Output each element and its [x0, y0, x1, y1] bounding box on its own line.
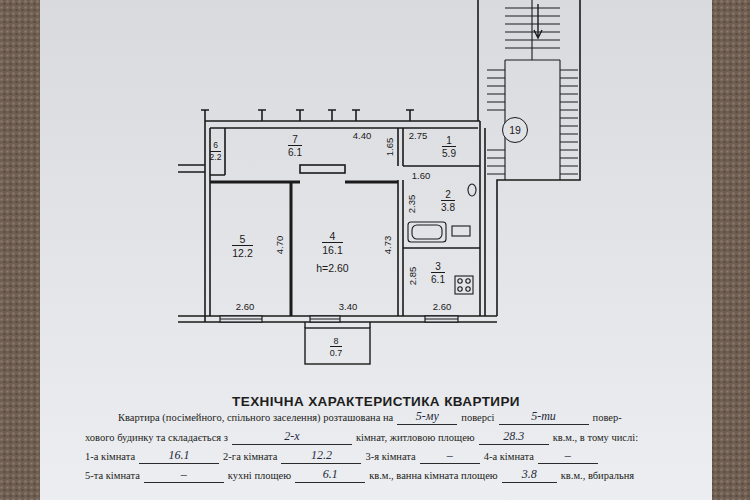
room-area: 16.1 [322, 242, 342, 256]
staircase [487, 0, 578, 180]
room-number: 1 [446, 135, 452, 147]
handwritten-value: 6.1 [295, 468, 365, 483]
room-number: 3 [435, 261, 441, 273]
room-number: 4 [330, 230, 336, 242]
handwritten-value: – [144, 468, 224, 483]
room: 76.1 [255, 131, 335, 161]
dimension-label: 2.60 [236, 302, 255, 312]
handwritten-value: 12.2 [281, 449, 361, 464]
form-text: 3-я кімната [365, 451, 415, 464]
balcony [305, 322, 370, 364]
dimension-label: 2.60 [433, 302, 452, 312]
dimension-label: 2.75 [409, 131, 428, 141]
form-text: поверсі [461, 412, 494, 425]
room-number: 5 [240, 233, 246, 245]
form-line: Квартира (посімейного, спільного заселен… [118, 410, 622, 425]
form-text: 1-а кімната [85, 451, 135, 464]
ceiling-height: h=2.60 [316, 262, 348, 274]
room-number: 8 [333, 336, 338, 346]
form-line: хового будинку та складається з 2-х кімнат… [85, 430, 638, 445]
room-area: 6.1 [431, 272, 445, 286]
form-text: 2-га кімната [223, 451, 277, 464]
room-number: 7 [292, 134, 298, 146]
room: 15.9 [425, 131, 473, 163]
room: 416.1 h=2.60 [305, 222, 360, 282]
walls [178, 0, 580, 322]
windows [220, 316, 458, 322]
form-text: хового будинку та складається з [85, 432, 228, 445]
handwritten-value: 3.8 [502, 468, 557, 483]
room-area: 5.9 [442, 146, 456, 160]
form-text: Квартира (посімейного, спільного заселен… [118, 412, 393, 425]
form-text: кухні площею [228, 470, 291, 483]
handwritten-value: 16.1 [139, 449, 219, 464]
handwritten-value: 5-ти [499, 410, 589, 425]
handwritten-value: 28.3 [479, 430, 549, 445]
dimension-label: 4.73 [383, 236, 393, 255]
room-number: 19 [509, 124, 521, 136]
dimension-label: 2.85 [408, 267, 418, 286]
room-area: 0.7 [330, 346, 343, 358]
room-area: 3.8 [441, 200, 455, 214]
handwritten-value: – [538, 449, 598, 464]
stair-callout: 19 [502, 117, 528, 143]
dimension-label: 3.40 [339, 302, 358, 312]
dimension-label: 2.35 [407, 195, 417, 214]
room-number: 6 [213, 141, 218, 151]
handwritten-value: 5-му [397, 410, 457, 425]
form-line: 1-а кімната 16.1 2-га кімната 12.2 3-я кімна… [85, 449, 598, 464]
handwritten-value: 2-х [232, 430, 352, 445]
balcony-room: 80.7 [318, 333, 354, 361]
document-title: ТЕХНІЧНА ХАРАКТЕРИСТИКА КВАРТИРИ [40, 394, 712, 409]
dimension-label: 1.65 [385, 138, 395, 157]
form-line: 5-та кімната–кухні площею 6.1 кв.м., ванна… [85, 468, 634, 483]
form-text: кв.м., ванна кімната площею [369, 470, 498, 483]
handwritten-value: – [420, 449, 480, 464]
room: 23.8 [428, 184, 468, 218]
room: 512.2 [220, 228, 265, 264]
sanitary-fixtures [408, 184, 476, 294]
dimension-label: 4.70 [275, 236, 285, 255]
room-area: 12.2 [232, 245, 252, 259]
paper-sheet [40, 0, 712, 500]
form-text: 5-та кімната [85, 470, 140, 483]
room-number: 2 [445, 189, 451, 201]
form-text: кв.м., в тому числі: [553, 432, 638, 445]
dimension-label: 1.60 [412, 171, 431, 181]
dimension-label: 4.40 [353, 131, 372, 141]
room: 36.1 [422, 256, 454, 290]
room-area: 6.1 [288, 145, 302, 159]
form-text: кімнат, житловою площею [356, 432, 475, 445]
form-text: повер- [593, 412, 622, 425]
form-text: 4-а кімната [484, 451, 534, 464]
room: 62.2 [207, 130, 224, 174]
form-text: кв.м., вбиральня [561, 470, 634, 483]
room-area: 2.2 [210, 151, 222, 163]
